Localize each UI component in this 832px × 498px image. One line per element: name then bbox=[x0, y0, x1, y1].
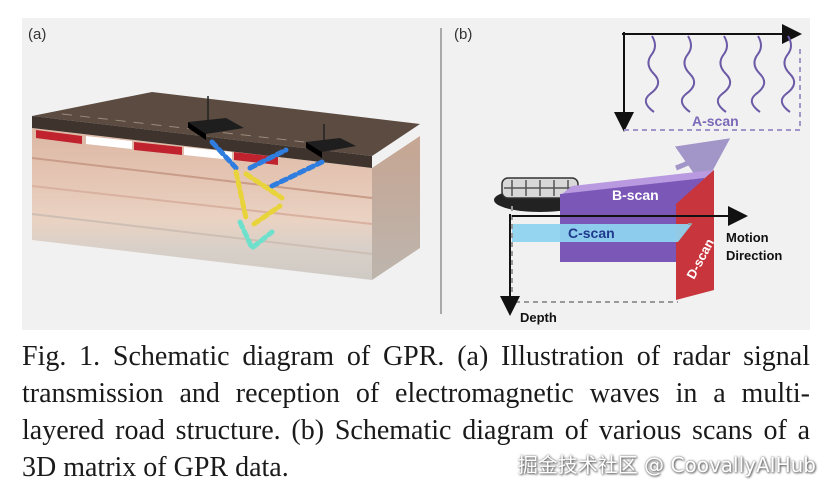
depth-label: Depth bbox=[520, 310, 557, 325]
b-scan-label: B-scan bbox=[612, 187, 659, 203]
watermark: 掘金技术社区 @ CoovallyAIHub bbox=[517, 453, 816, 477]
wave-cyan bbox=[237, 219, 275, 252]
wave-transmit-blue bbox=[209, 139, 239, 171]
wave-transmit-yellow bbox=[243, 171, 285, 201]
b-scan-top bbox=[562, 170, 714, 194]
motion-label-line1: Motion bbox=[726, 230, 769, 245]
wave-receive-blue bbox=[269, 159, 325, 189]
c-scan-slab bbox=[512, 224, 692, 242]
a-scan-waveforms bbox=[644, 35, 796, 113]
red-layer-stripe bbox=[234, 152, 278, 165]
scan-schematic: A-scan B-scan D-scan C-scan Motion Direc… bbox=[494, 24, 802, 325]
radar-antenna-1 bbox=[188, 96, 244, 140]
road-side-face bbox=[372, 136, 420, 280]
d-scan-slab bbox=[676, 170, 714, 300]
c-scan-label: C-scan bbox=[568, 225, 615, 241]
wave-transmit-yellow bbox=[233, 169, 249, 221]
panel-a-label: (a) bbox=[28, 26, 47, 43]
a-scan-box bbox=[624, 48, 801, 131]
radar-antenna-2 bbox=[306, 124, 356, 158]
a-scan-label: A-scan bbox=[692, 113, 739, 129]
wave-receive-yellow bbox=[251, 203, 283, 227]
panel-b-label: (b) bbox=[454, 26, 473, 43]
motion-label-line2: Direction bbox=[726, 248, 782, 263]
a-scan-pointer bbox=[674, 138, 731, 188]
wave-receive-blue bbox=[247, 147, 289, 171]
road-illustration bbox=[31, 92, 420, 280]
figure-caption: Fig. 1. Schematic diagram of GPR. (a) Il… bbox=[22, 341, 810, 483]
figure: (a) (b) bbox=[22, 18, 810, 330]
red-layer-stripe bbox=[134, 142, 182, 155]
red-layer-stripe bbox=[36, 130, 82, 144]
matrix-outline bbox=[511, 206, 692, 303]
panel-divider bbox=[440, 28, 442, 314]
